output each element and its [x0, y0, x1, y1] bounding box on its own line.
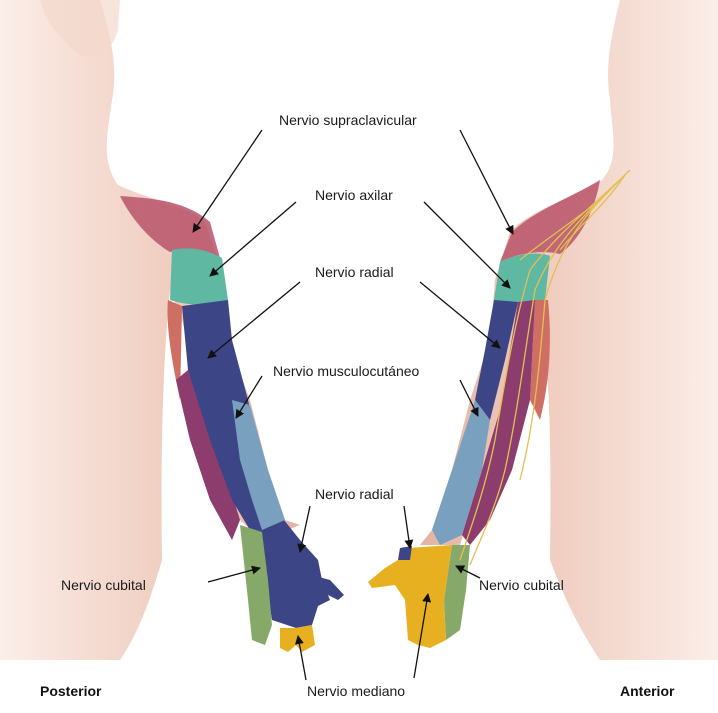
anterior-zone-supraclavicular — [500, 180, 600, 262]
label-radial-hand: Nervio radial — [315, 486, 394, 502]
posterior-thumb — [312, 575, 344, 600]
posterior-zone-axilar — [170, 248, 228, 305]
label-axilar: Nervio axilar — [315, 187, 393, 203]
posterior-zone-braquial-lateral — [167, 300, 182, 400]
posterior-zone-musculocutaneo — [232, 400, 285, 530]
anterior-zone-radial-hand — [398, 546, 412, 560]
arrow-mediano-right — [413, 593, 432, 679]
label-radial-top: Nervio radial — [315, 264, 394, 280]
label-supraclavicular: Nervio supraclavicular — [279, 112, 417, 128]
posterior-zone-mediano — [280, 625, 315, 652]
posterior-body — [0, 0, 300, 660]
anterior-figure — [368, 0, 718, 660]
arrow-radial-left — [207, 281, 301, 359]
arrow-radial-hand-left — [297, 505, 311, 553]
label-musculocutaneo: Nervio musculocutáneo — [273, 363, 420, 379]
arrow-cubital-left — [207, 565, 261, 583]
posterior-neck — [40, 0, 120, 57]
view-label-posterior: Posterior — [40, 683, 102, 699]
arrow-mediano-left — [295, 635, 307, 681]
anterior-zone-musculocutaneo — [432, 400, 490, 545]
label-cubital-right: Nervio cubital — [479, 577, 564, 593]
posterior-zone-cubital — [240, 525, 272, 645]
arrow-supraclavicular-left — [192, 129, 263, 233]
arrow-supraclavicular-right — [459, 129, 514, 235]
arrow-axilar-right — [423, 201, 511, 289]
view-label-anterior: Anterior — [620, 683, 675, 699]
arrow-cubital-right — [455, 565, 481, 579]
anterior-nerve-lines — [459, 169, 631, 566]
posterior-figure — [0, 0, 344, 660]
label-cubital-left: Nervio cubital — [61, 577, 146, 593]
anterior-zone-axilar — [494, 253, 550, 303]
arrow-radial-right — [419, 281, 501, 349]
arrow-axilar-left — [209, 201, 297, 277]
anterior-zone-mediano — [368, 545, 452, 648]
posterior-zone-supraclavicular — [120, 196, 220, 258]
arrow-musculocutaneo-right — [459, 379, 479, 417]
arrow-radial-hand-right — [403, 505, 414, 549]
arrow-musculocutaneo-left — [235, 375, 263, 419]
anterior-zone-radial — [475, 300, 518, 420]
posterior-zone-antebraquial — [176, 370, 240, 540]
label-mediano: Nervio mediano — [307, 683, 406, 699]
label-arrows — [192, 129, 514, 681]
anterior-body — [420, 0, 718, 660]
